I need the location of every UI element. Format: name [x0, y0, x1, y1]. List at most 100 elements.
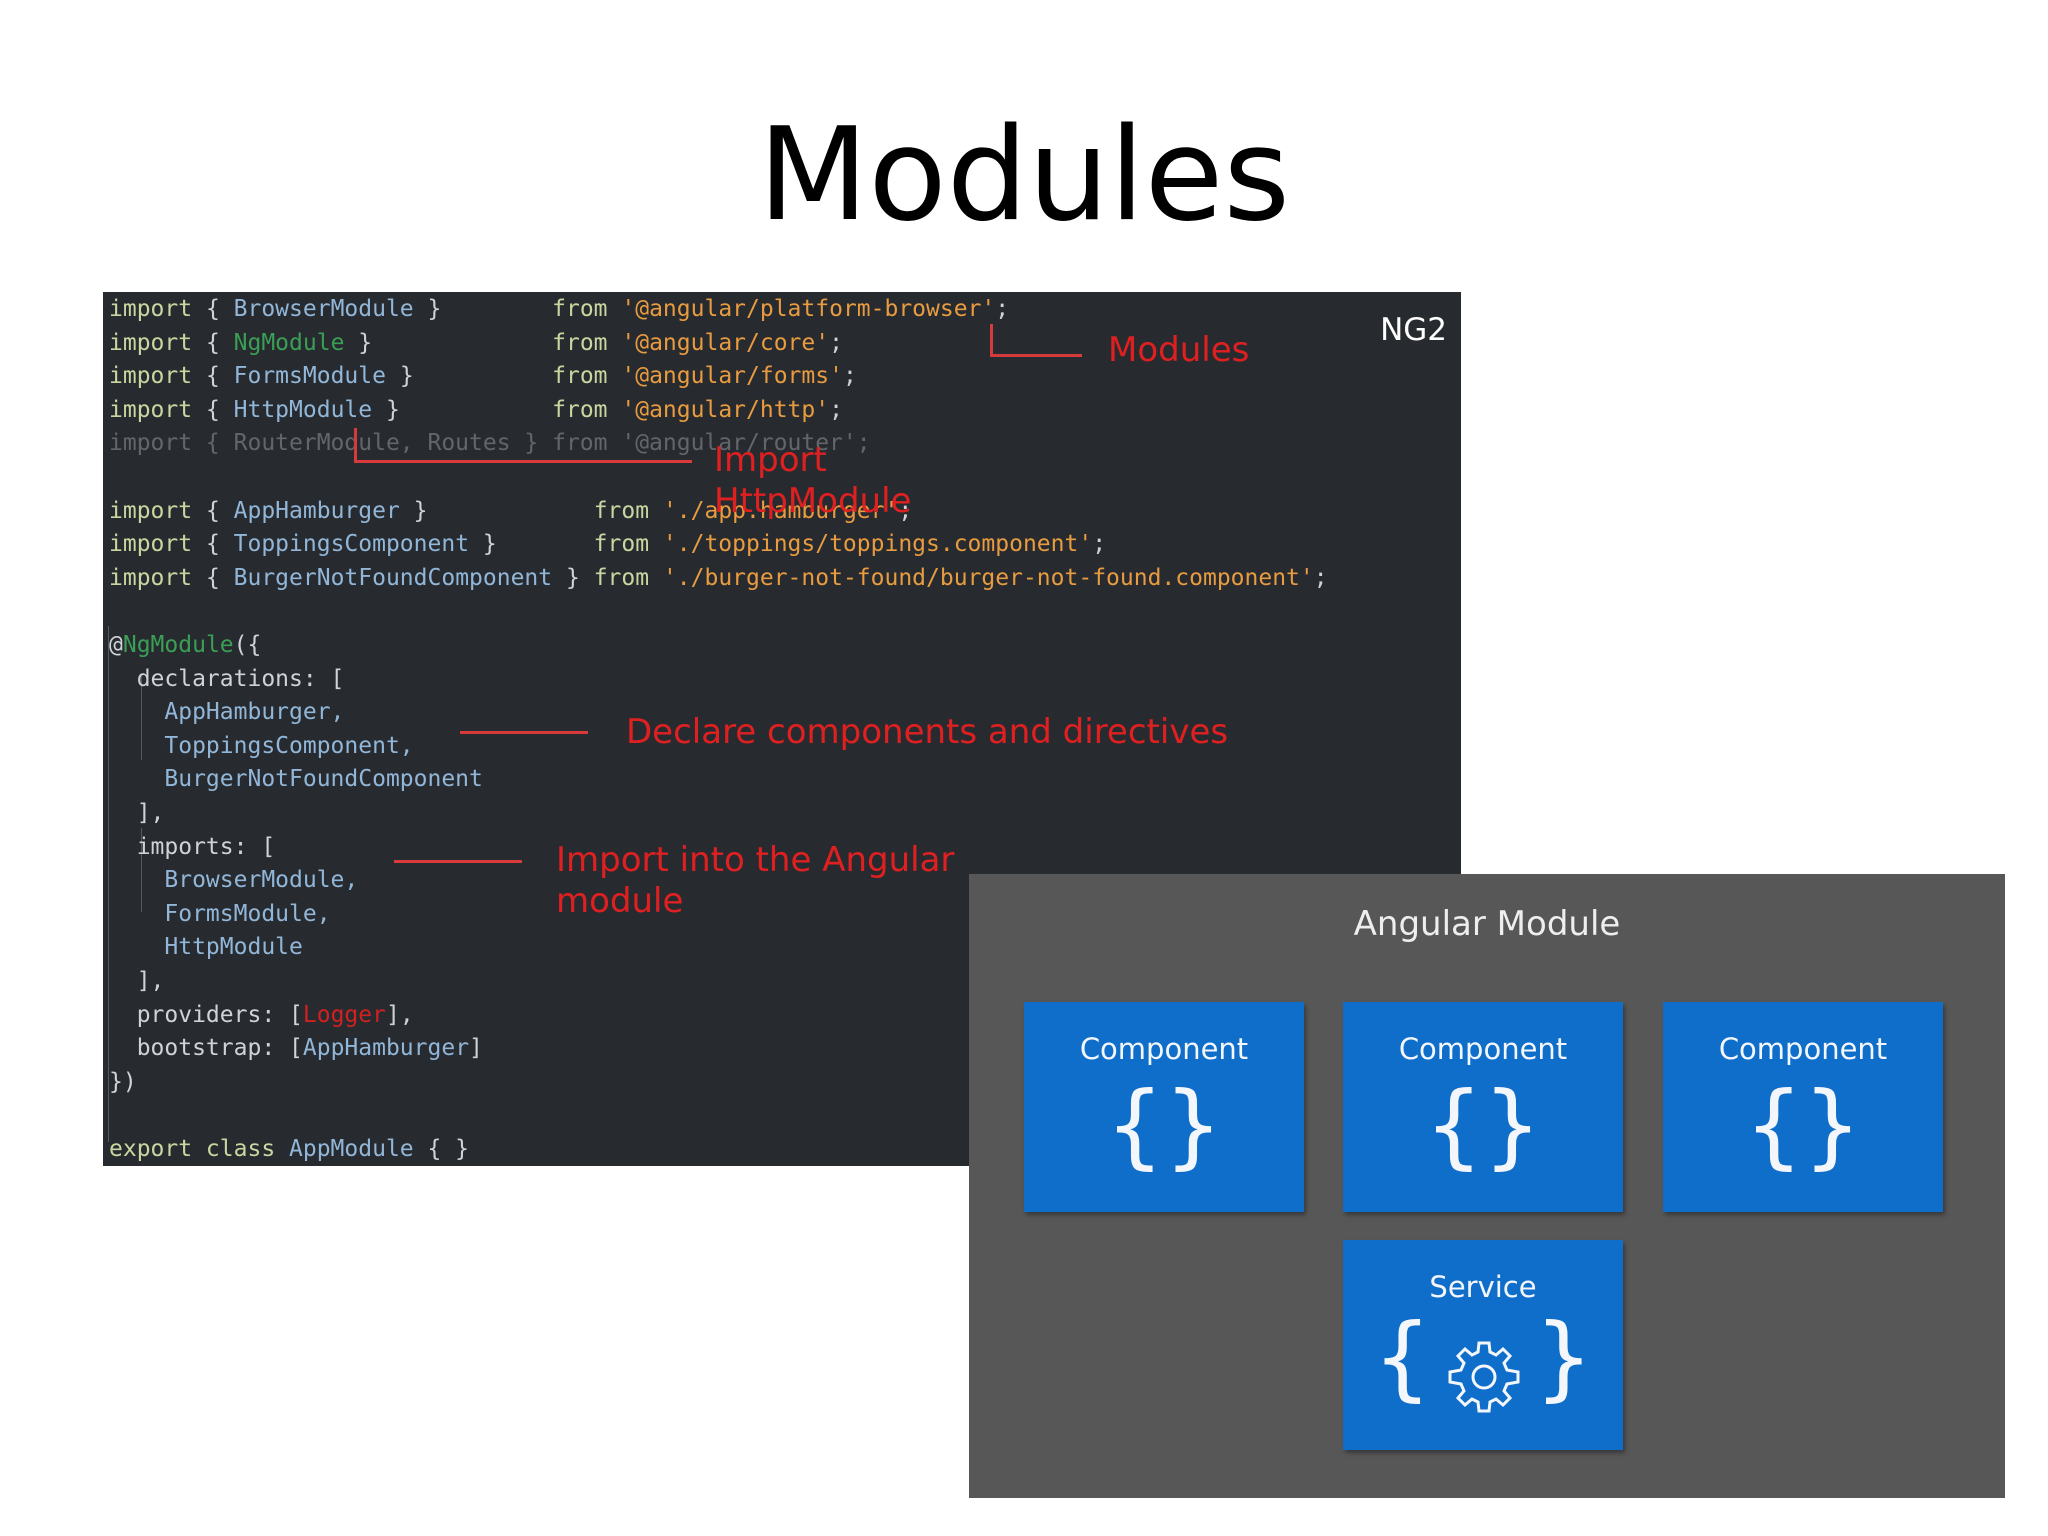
component-label: Component [1079, 1032, 1249, 1066]
service-box: Service { } [1343, 1240, 1623, 1450]
code-token: ] [469, 1035, 483, 1062]
code-line: declarations: [ [109, 664, 345, 694]
code-token: Logger [302, 1001, 386, 1028]
annotation-modules: Modules [1108, 330, 1250, 370]
annotation-line-modules [990, 354, 1082, 357]
code-token: AppHamburger [302, 1035, 470, 1062]
code-token: AppModule [289, 1136, 414, 1162]
code-token: BrowserModule [233, 296, 414, 322]
code-token: AppHamburger [233, 497, 400, 524]
code-line: AppHamburger, [109, 697, 344, 727]
code-token: { [192, 329, 234, 356]
angular-module-diagram: Angular Module Component {} Component {}… [969, 874, 2005, 1498]
code-token: ; [1092, 531, 1107, 558]
gear-icon [1448, 1341, 1520, 1413]
code-token: ; [995, 296, 1010, 322]
code-line: HttpModule [109, 932, 303, 962]
code-token: ; [829, 396, 843, 423]
code-token: } [385, 363, 553, 390]
code-token: ; [898, 497, 913, 524]
code-token: imports: [ [109, 833, 276, 860]
code-token: ; [842, 363, 857, 390]
code-token [649, 498, 663, 524]
code-line: import { RouterModule, Routes } from '@a… [109, 428, 871, 458]
code-token: from [552, 363, 608, 390]
code-token [649, 565, 663, 591]
code-line: imports: [ [109, 832, 275, 862]
code-token: './burger-not-found/burger-not-found.com… [662, 564, 1314, 591]
code-token: from [593, 531, 650, 558]
component-box: Component {} [1024, 1002, 1304, 1212]
code-token: { [192, 396, 234, 423]
code-token: { [192, 363, 234, 390]
braces-icon: {} [1424, 1072, 1542, 1179]
component-label: Component [1718, 1032, 1888, 1066]
code-token: './toppings/toppings.component' [662, 531, 1093, 558]
code-token: { [192, 497, 234, 524]
annotation-import-into: Import into the Angular module [556, 840, 955, 921]
code-token: import [109, 531, 193, 558]
code-token: { [192, 564, 234, 591]
code-token: } [344, 329, 553, 356]
slide-title: Modules [757, 101, 1291, 250]
annotation-line-import-http [354, 428, 357, 462]
code-token: providers: [ [109, 1001, 303, 1028]
code-token: from [552, 329, 608, 356]
code-token: import { RouterModule, Routes } from '@a… [109, 430, 871, 457]
code-token: ; [1313, 564, 1328, 591]
code-token: from [593, 564, 650, 591]
code-line: @NgModule({ [109, 630, 261, 660]
code-token: ToppingsComponent, [109, 732, 414, 759]
code-line: import { BurgerNotFoundComponent } from … [109, 563, 1328, 593]
right-brace-icon: } [1534, 1304, 1593, 1411]
code-token: { } [413, 1136, 470, 1162]
indent-guide [108, 626, 109, 1142]
code-token: ; [829, 329, 843, 356]
code-token: }) [109, 1068, 137, 1095]
annotation-line-modules [990, 324, 993, 356]
left-brace-icon: { [1373, 1304, 1432, 1411]
code-line: export class AppModule { } [109, 1134, 469, 1164]
code-token: declarations: [ [109, 665, 345, 692]
code-token: ], [109, 968, 165, 994]
code-token: HttpModule [233, 396, 373, 423]
code-token: import [109, 497, 193, 524]
code-token: '@angular/core' [621, 329, 830, 356]
code-token: import [109, 296, 193, 322]
code-line: ], [109, 966, 165, 996]
code-token: ({ [233, 632, 262, 658]
code-line: import { AppHamburger } from './app.hamb… [109, 496, 912, 526]
code-line: import { FormsModule } from '@angular/fo… [109, 361, 857, 391]
code-token: import [109, 396, 193, 423]
code-token [649, 531, 663, 557]
braces-icon: {} [1105, 1072, 1223, 1179]
indent-guide [141, 676, 142, 760]
code-token: @ [109, 632, 123, 658]
code-token: '@angular/forms' [621, 363, 843, 390]
code-token: from [593, 497, 650, 524]
code-token: NgModule [122, 632, 234, 658]
code-token: BurgerNotFoundComponent [233, 564, 553, 591]
code-token: '@angular/http' [621, 396, 830, 423]
code-line: ], [109, 798, 165, 828]
code-line: ToppingsComponent, [109, 731, 414, 761]
code-token: FormsModule, [109, 900, 331, 927]
code-token: HttpModule [109, 934, 303, 961]
code-line: bootstrap: [AppHamburger] [109, 1033, 483, 1063]
code-line: }) [109, 1067, 137, 1097]
code-token: import [109, 564, 193, 591]
code-token: } [399, 497, 594, 524]
code-line: BrowserModule, [109, 865, 358, 895]
code-token [608, 330, 622, 356]
code-token: export class [109, 1136, 290, 1162]
service-label: Service [1429, 1270, 1537, 1304]
code-token: './app.hamburger' [662, 497, 899, 524]
ng2-tag: NG2 [1380, 312, 1447, 348]
code-token: import [109, 329, 193, 356]
annotation-import-http: Import HttpModule [714, 440, 912, 521]
code-token: } [413, 296, 553, 322]
annotation-line-declare [460, 731, 588, 734]
code-token: ], [385, 1001, 414, 1028]
annotation-line-import-http [354, 460, 692, 463]
code-line: providers: [Logger], [109, 1000, 414, 1030]
